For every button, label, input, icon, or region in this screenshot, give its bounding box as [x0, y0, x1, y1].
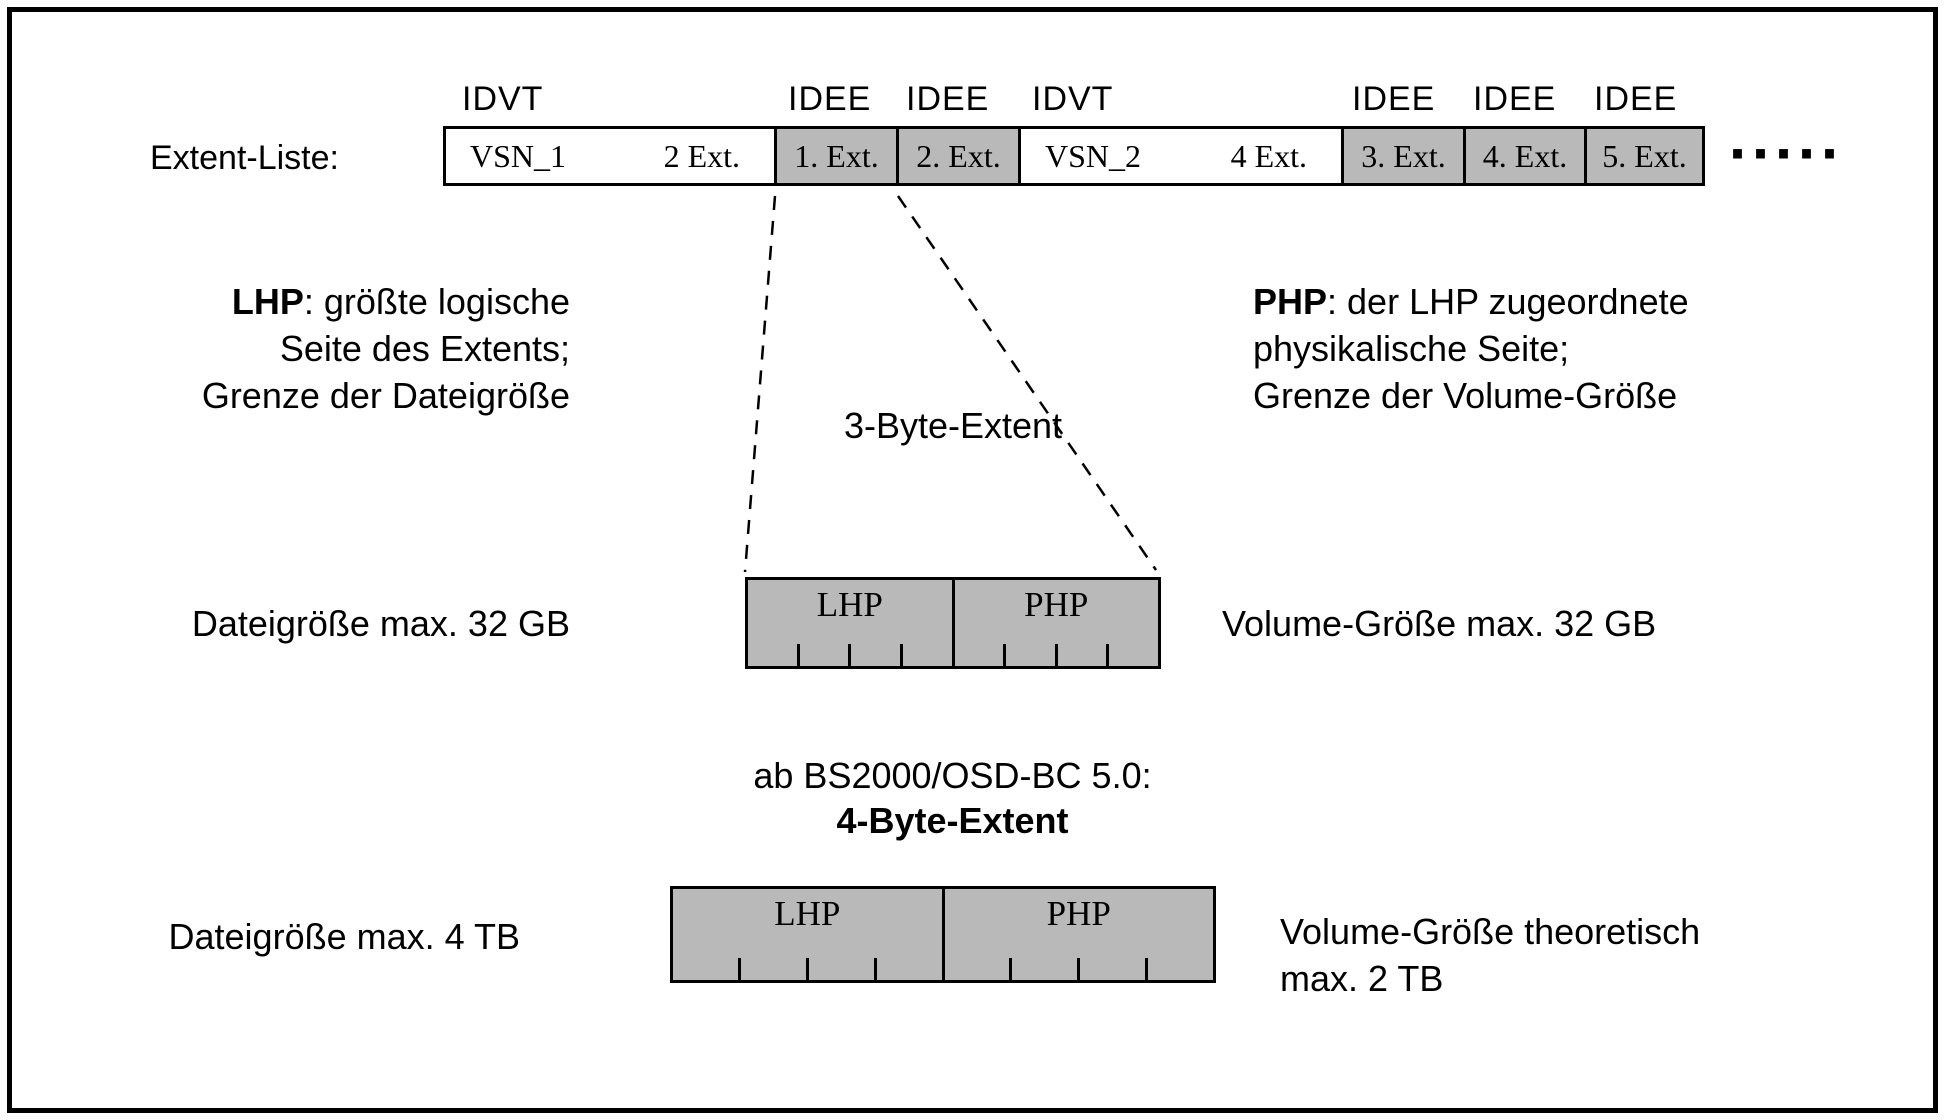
ext3-label: 3. Ext. [1361, 137, 1446, 174]
tick-mark [1077, 958, 1081, 980]
lhp-definition-line3: Grenze der Dateigröße [201, 375, 570, 416]
lhp-definition: LHP: größte logische Seite des Extents; … [170, 278, 570, 419]
four-byte-extent-title: 4-Byte-Extent [836, 800, 1069, 841]
three-byte-php-cell: PHP [951, 580, 1159, 666]
lhp-rest: : größte logische [303, 281, 570, 322]
three-byte-php-label: PHP [1024, 585, 1089, 624]
extent-cell-ext2: 2. Ext. [896, 129, 1018, 183]
php-definition-line1: PHP: der LHP zugeordnete [1253, 278, 1733, 325]
file-size-caption-3byte: Dateigröße max. 32 GB [191, 603, 570, 644]
file-size-caption-4byte: Dateigröße max. 4 TB [168, 916, 520, 957]
tick-mark [848, 644, 852, 666]
php-rest: : der LHP zugeordnete [1327, 281, 1689, 322]
extent-cell-ext1: 1. Ext. [774, 129, 896, 183]
four-byte-lhp-cell: LHP [673, 889, 942, 980]
tick-mark [873, 958, 877, 980]
volume-size-caption-4byte: Volume-Größe theoretisch max. 2 TB [1280, 908, 1700, 1002]
byte-boundary-ticks [673, 958, 942, 980]
three-byte-lhp-label: LHP [816, 585, 883, 624]
ext5-label: 5. Ext. [1602, 137, 1687, 174]
extent-cell-vsn1: VSN_1 2 Ext. [446, 129, 774, 183]
extent-list-bar: VSN_1 2 Ext. 1. Ext. 2. Ext. VSN_2 4 Ext… [443, 126, 1705, 186]
col-label-idvt-1: IDVT [462, 80, 544, 118]
col-label-idee-5: IDEE [1594, 80, 1678, 118]
col-label-idee-1: IDEE [788, 80, 872, 118]
extent-cell-ext5: 5. Ext. [1584, 129, 1702, 183]
ext2-label: 2. Ext. [916, 137, 1001, 174]
four-byte-php-cell: PHP [941, 889, 1214, 980]
ext4-label: 4. Ext. [1482, 137, 1568, 174]
continuation-dots: ····· [1728, 125, 1843, 183]
tick-mark [1106, 644, 1110, 666]
tick-mark [1003, 644, 1007, 666]
php-definition-line2: physikalische Seite; [1253, 328, 1570, 369]
dashed-line-left [743, 195, 777, 573]
php-definition: PHP: der LHP zugeordnete physikalische S… [1253, 278, 1733, 419]
bs2000-version-intro: ab BS2000/OSD-BC 5.0: [753, 755, 1152, 796]
col-label-idvt-2: IDVT [1032, 80, 1114, 118]
extent-cell-ext3: 3. Ext. [1341, 129, 1463, 183]
three-byte-extent-title: 3-Byte-Extent [843, 405, 1063, 446]
four-byte-extent-box: LHP PHP [670, 886, 1216, 983]
three-byte-lhp-cell: LHP [748, 580, 952, 666]
extent-cell-vsn2: VSN_2 4 Ext. [1018, 129, 1341, 183]
col-label-idee-3: IDEE [1352, 80, 1436, 118]
byte-boundary-ticks [748, 644, 952, 666]
byte-boundary-ticks [955, 644, 1159, 666]
vsn1-name: VSN_1 [470, 137, 567, 174]
vsn2-name: VSN_2 [1045, 137, 1142, 174]
volume-size-caption-4byte-line2: max. 2 TB [1280, 958, 1444, 999]
extent-cell-ext4: 4. Ext. [1463, 129, 1584, 183]
lhp-definition-line2: Seite des Extents; [279, 328, 570, 369]
php-term: PHP [1253, 281, 1328, 322]
byte-boundary-ticks [945, 958, 1214, 980]
col-label-idee-2: IDEE [906, 80, 990, 118]
tick-mark [796, 644, 800, 666]
ext1-label: 1. Ext. [794, 137, 879, 174]
vsn2-count: 4 Ext. [1230, 137, 1307, 174]
lhp-definition-line1: LHP: größte logische [170, 278, 570, 325]
lhp-term: LHP [231, 281, 304, 322]
php-definition-line3: Grenze der Volume-Größe [1253, 375, 1678, 416]
tick-mark [1009, 958, 1013, 980]
tick-mark [1054, 644, 1058, 666]
tick-mark [737, 958, 741, 980]
tick-mark [805, 958, 809, 980]
volume-size-caption-4byte-line1: Volume-Größe theoretisch [1280, 911, 1701, 952]
tick-mark [1145, 958, 1149, 980]
four-byte-php-label: PHP [1046, 894, 1111, 933]
extent-list-label: Extent-Liste: [150, 139, 339, 177]
three-byte-extent-box: LHP PHP [745, 577, 1161, 669]
dashed-line-right [896, 195, 1158, 571]
col-label-idee-4: IDEE [1473, 80, 1557, 118]
volume-size-caption-3byte: Volume-Größe max. 32 GB [1222, 603, 1657, 644]
tick-mark [899, 644, 903, 666]
vsn1-count: 2 Ext. [663, 137, 740, 174]
four-byte-lhp-label: LHP [774, 894, 841, 933]
